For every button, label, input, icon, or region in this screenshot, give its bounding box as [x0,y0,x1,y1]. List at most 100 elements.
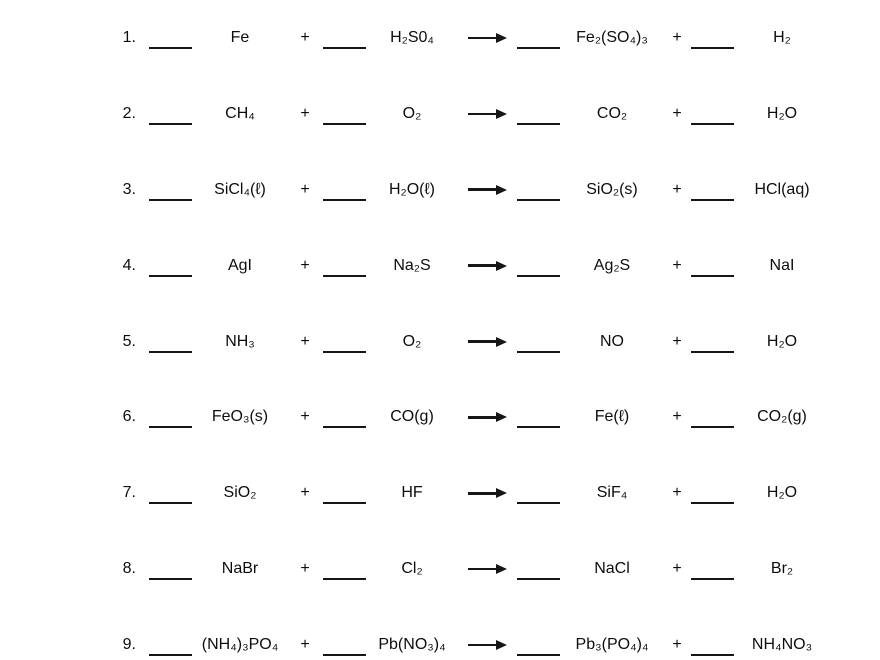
coefficient-blank[interactable] [690,189,734,201]
product-2-formula: NH₄NO₃ [751,636,813,654]
plus-sign: + [672,408,682,426]
blank-line [690,654,734,657]
blank-line [148,274,192,277]
coefficient-blank[interactable] [148,568,192,581]
reactant-1-formula: FeO₃(s) [211,408,269,426]
coefficient-blank[interactable] [690,341,734,353]
reactant-1-formula: NaBr [221,560,259,578]
coefficient-blank[interactable] [516,492,560,505]
arrow-head [495,184,507,195]
coefficient-blank[interactable] [148,341,192,353]
product-2-formula: H₂O [766,332,798,350]
coefficient-blank[interactable] [516,265,560,277]
coefficient-blank[interactable] [148,644,192,657]
equation-row: 1. Fe + H₂S0₄ Fe₂(SO₄)₃ + H₂ [100,0,840,76]
blank-line [322,350,366,353]
coefficient-blank[interactable] [148,492,192,505]
arrow-head [495,336,507,347]
arrow-shaft [467,492,497,495]
arrow-shaft [467,643,497,647]
reactant-2-formula: Cl₂ [401,560,423,578]
arrow-shaft [467,36,497,40]
equation-number: 7. [122,484,136,502]
product-1-formula: NaCl [594,560,630,578]
equation-row: 6. FeO₃(s) + CO(g) Fe(ℓ) + CO₂(g) [100,379,840,455]
equation-row: 2. CH₄ + O₂ CO₂ + H₂O [100,76,840,152]
coefficient-blank[interactable] [516,416,560,429]
blank-line [690,578,734,581]
coefficient-blank[interactable] [516,341,560,353]
blank-line [322,198,366,201]
plus-sign: + [300,104,310,122]
coefficient-blank[interactable] [516,568,560,581]
coefficient-blank[interactable] [690,113,734,125]
equation-number: 5. [122,332,136,350]
blank-line [322,426,366,429]
blank-line [322,654,366,657]
coefficient-blank[interactable] [516,37,560,49]
coefficient-blank[interactable] [690,37,734,49]
equation-number: 3. [122,180,136,198]
plus-sign: + [672,332,682,350]
reactant-1-formula: CH₄ [225,104,255,122]
product-2-formula: Br₂ [770,560,794,578]
coefficient-blank[interactable] [148,189,192,201]
coefficient-blank[interactable] [322,644,366,657]
arrow-shaft [467,567,497,571]
plus-sign: + [300,28,310,46]
coefficient-blank[interactable] [322,341,366,353]
arrow-shaft [467,264,497,267]
reaction-arrow-icon [458,412,516,423]
coefficient-blank[interactable] [690,416,734,429]
reaction-arrow-icon [458,640,516,651]
coefficient-blank[interactable] [322,113,366,125]
coefficient-blank[interactable] [148,113,192,125]
blank-line [690,122,734,125]
blank-line [322,274,366,277]
coefficient-blank[interactable] [516,189,560,201]
coefficient-blank[interactable] [322,37,366,49]
plus-sign: + [300,408,310,426]
blank-line [690,350,734,353]
equation-number: 2. [122,104,136,122]
reactant-1-formula: SiO₂ [223,484,257,502]
coefficient-blank[interactable] [322,265,366,277]
coefficient-blank[interactable] [322,189,366,201]
coefficient-blank[interactable] [322,492,366,505]
coefficient-blank[interactable] [690,568,734,581]
blank-line [148,502,192,505]
coefficient-blank[interactable] [516,113,560,125]
product-2-formula: HCl(aq) [754,180,810,198]
coefficient-blank[interactable] [690,492,734,505]
coefficient-blank[interactable] [148,265,192,277]
plus-sign: + [672,636,682,654]
blank-line [516,274,560,277]
coefficient-blank[interactable] [322,416,366,429]
reactant-2-formula: H₂S0₄ [390,28,434,46]
reactant-1-formula: SiCl₄(ℓ) [214,180,266,198]
coefficient-blank[interactable] [148,416,192,429]
blank-line [322,122,366,125]
equation-number: 1. [122,28,136,46]
reaction-arrow-icon [458,108,516,119]
coefficient-blank[interactable] [322,568,366,581]
blank-line [690,274,734,277]
product-2-formula: H₂ [773,28,791,46]
product-2-formula: H₂O [766,484,798,502]
reaction-arrow-icon [458,564,516,575]
reactant-1-formula: (NH₄)₃PO₄ [201,636,279,654]
plus-sign: + [672,256,682,274]
coefficient-blank[interactable] [690,644,734,657]
coefficient-blank[interactable] [690,265,734,277]
equation-number: 4. [122,256,136,274]
blank-line [148,426,192,429]
coefficient-blank[interactable] [516,644,560,657]
reactant-2-formula: O₂ [402,104,422,122]
blank-line [516,350,560,353]
product-1-formula: Pb₃(PO₄)₄ [575,636,649,654]
blank-line [322,46,366,49]
arrow-head [495,412,507,423]
plus-sign: + [300,484,310,502]
coefficient-blank[interactable] [148,37,192,49]
equation-row: 3. SiCl₄(ℓ) + H₂O(ℓ) SiO₂(s) + HCl(aq) [100,152,840,228]
